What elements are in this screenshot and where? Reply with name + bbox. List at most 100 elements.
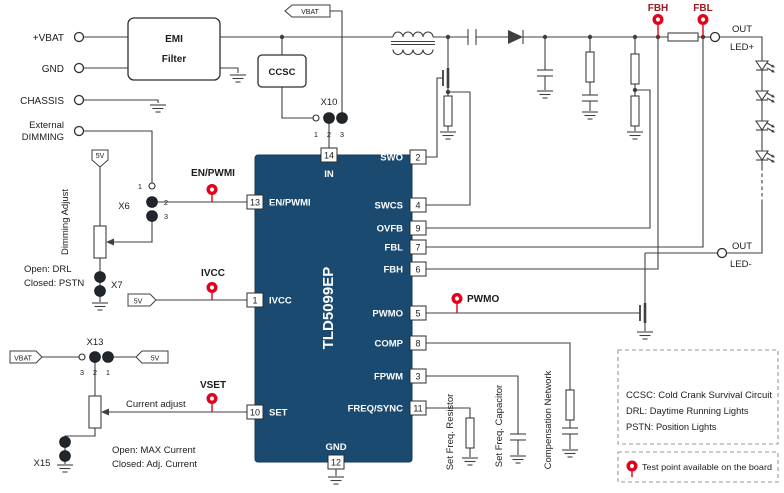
test-point-label-fbh: FBH (648, 3, 669, 14)
pin-number: 10 (250, 408, 260, 418)
switching-mosfet (442, 68, 450, 88)
legend-ccsc: CCSC: Cold Crank Survival Circuit (626, 390, 772, 400)
connector-x7-label: X7 (111, 280, 123, 291)
terminal-out-led-minus (716, 247, 728, 259)
pin-name: COMP (375, 339, 404, 350)
connector-x10[interactable]: X10 1 2 3 (312, 97, 348, 139)
test-point-fbl (697, 14, 709, 25)
ground-icon (149, 104, 167, 113)
x10-pin-2 (323, 112, 335, 124)
x15-pin-1 (59, 436, 71, 448)
pin-en-pwmi: 13 EN/PWMI (246, 194, 311, 210)
legend-drl: DRL: Daytime Running Lights (626, 406, 749, 416)
pwm-dimming-mosfet (639, 303, 647, 323)
legend-box (617, 349, 779, 445)
x10-pin-1 (312, 114, 320, 122)
dimming-potentiometer[interactable] (93, 225, 114, 259)
pin-number: 2 (415, 153, 420, 163)
pin-name: FBL (385, 243, 404, 254)
5v-flag-dimming (91, 149, 109, 168)
emi-filter-block: EMI Filter (127, 17, 221, 81)
pin-name: FPWM (374, 372, 403, 383)
connector-x7[interactable]: X7 (94, 271, 123, 297)
terminal-out-led-plus (709, 31, 721, 43)
open-drl-label: Open: DRL (24, 264, 72, 275)
output-capacitor (537, 69, 553, 77)
pin-number: 5 (415, 309, 420, 319)
led-symbol (755, 146, 776, 165)
pin-in: 14 IN (320, 147, 338, 180)
out-led-plus-label-2: LED+ (730, 42, 754, 53)
x7-pin-1 (94, 271, 106, 283)
set-freq-capacitor-label: Set Freq. Capacitor (494, 385, 505, 467)
x6-pin-2 (146, 196, 158, 208)
pin-number: 13 (250, 198, 260, 208)
x6-pin-number: 1 (138, 182, 142, 191)
terminal-external-dimming (73, 125, 85, 137)
ground-icon (626, 131, 644, 140)
x13-pin-number: 2 (93, 368, 97, 377)
ground-icon (461, 457, 479, 466)
legend-test-point-box (617, 451, 779, 483)
compensation-network: Compensation Network (543, 370, 578, 469)
freq-capacitor-network: Set Freq. Capacitor (494, 385, 526, 467)
pin-number: 9 (415, 224, 420, 234)
pin-set: 10 SET (246, 404, 288, 420)
connector-x6[interactable]: X6 1 2 3 (118, 182, 168, 222)
led-symbol (755, 56, 776, 75)
snubber-rc (582, 51, 598, 102)
pin-name: SWCS (375, 201, 404, 212)
connector-x15[interactable]: X15 (34, 436, 71, 470)
legend-abbreviations: CCSC: Cold Crank Survival Circuit DRL: D… (617, 349, 779, 445)
connector-x13[interactable]: X13 3 2 1 (78, 337, 114, 377)
pin-comp: 8 COMP (375, 335, 427, 351)
net-flags: VBAT 5V 5V VBAT 5V (9, 4, 331, 364)
closed-adj-current-label: Closed: Adj. Current (112, 459, 197, 470)
junction-dots (279, 34, 706, 95)
dimming-adjust-label: Dimming Adjust (60, 189, 71, 255)
led-symbol (755, 86, 776, 105)
5v-flag-x13 (135, 350, 169, 364)
ccsc-box (257, 54, 307, 88)
current-pot-wiper-arrow (101, 408, 109, 416)
legend-test-point-label: Test point available on the board (642, 462, 772, 472)
ccsc-block: CCSC (257, 54, 307, 88)
vbat-flag-top-label: VBAT (301, 9, 319, 16)
test-point-pwmo (451, 293, 463, 304)
current-pot-body (88, 395, 102, 429)
set-freq-resistor (465, 417, 475, 449)
current-potentiometer[interactable] (88, 395, 109, 429)
pin-freq-sync: 11 FREQ/SYNC (348, 400, 427, 416)
ground-icon (56, 464, 74, 473)
test-point-vset (206, 393, 218, 404)
connector-x13-label: X13 (87, 337, 104, 348)
pin-number: 14 (324, 151, 334, 161)
x10-pin-3 (336, 112, 348, 124)
vbat-flag-x13 (9, 350, 43, 364)
emi-filter-box (127, 17, 221, 81)
pin-ovfb: 9 OVFB (377, 220, 427, 236)
vbat-flag-x13-label: VBAT (14, 356, 32, 363)
compensation-network-label: Compensation Network (543, 370, 554, 469)
pin-name: IN (324, 169, 334, 180)
pin-name: GND (325, 442, 346, 453)
ovfb-divider (630, 53, 640, 127)
connector-x10-label: X10 (321, 97, 338, 108)
led-sense-resistor (667, 32, 699, 42)
test-points: EN/PWMI IVCC VSET PWMO FBH FBL (191, 3, 713, 412)
x10-pin-number: 2 (327, 130, 331, 139)
emi-label-1: EMI (165, 34, 183, 45)
pin-name: EN/PWMI (269, 198, 311, 209)
pin-name: IVCC (269, 296, 292, 307)
terminal-label-vbat: +VBAT (33, 33, 64, 44)
x15-pin-2 (59, 450, 71, 462)
x6-pin-1 (148, 182, 156, 190)
pin-fbl: 7 FBL (385, 239, 427, 255)
terminal-gnd (73, 62, 85, 74)
terminal-label-gnd: GND (42, 64, 64, 75)
dimming-pot-body (93, 225, 107, 259)
closed-pstn-label: Closed: PSTN (24, 278, 84, 289)
open-max-current-label: Open: MAX Current (112, 445, 196, 456)
x13-pin-number: 3 (80, 368, 84, 377)
pin-number: 7 (415, 243, 420, 253)
